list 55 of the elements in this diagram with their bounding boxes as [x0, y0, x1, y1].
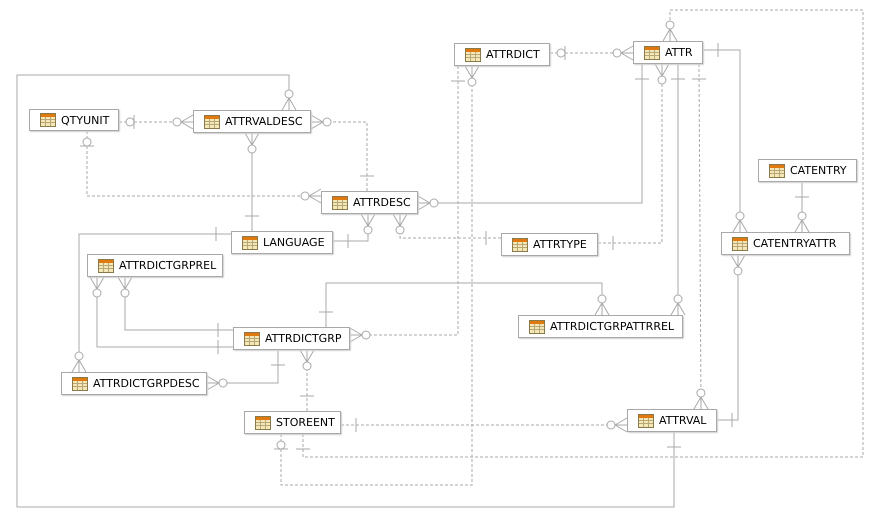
relationship-line	[118, 114, 194, 130]
table-name: ATTRDICT	[486, 48, 540, 61]
relationship-line	[418, 64, 650, 210]
entity-box	[233, 327, 350, 350]
entity-box	[501, 233, 598, 256]
relationship-line	[340, 418, 628, 432]
table-name: ATTRDESC	[353, 196, 411, 209]
table-name: ATTR	[665, 46, 693, 59]
table-name: ATTRDICTGRPDESC	[93, 377, 200, 390]
table-name: ATTRDICTGRPATTRREL	[550, 320, 674, 333]
relationship-line	[392, 214, 502, 246]
relationship-line	[702, 42, 748, 232]
entity-box	[721, 232, 850, 255]
entity-box	[321, 191, 418, 214]
table-name: ATTRDICTGRPREL	[119, 259, 216, 272]
relationship-line	[296, 10, 864, 458]
entity-box	[61, 372, 207, 395]
table-name: STOREENT	[276, 416, 335, 429]
entity-box	[758, 159, 857, 182]
relationship-line	[310, 114, 374, 192]
entity-box	[454, 43, 550, 66]
table-name: CATENTRY	[790, 164, 847, 177]
relationship-line	[350, 66, 466, 342]
relationship-line	[244, 132, 260, 232]
entity-box	[244, 411, 341, 434]
entity-box	[193, 110, 311, 133]
relationship-line	[332, 214, 376, 248]
table-name: LANGUAGE	[263, 236, 325, 249]
relationship-line	[16, 74, 682, 508]
table-name: ATTRTYPE	[533, 238, 587, 251]
entity-box	[627, 409, 717, 432]
relationship-line	[670, 64, 686, 316]
relationship-line	[598, 64, 670, 250]
entity-box	[633, 41, 703, 64]
entity-box	[518, 315, 683, 338]
relationship-line	[318, 282, 610, 328]
relationship-line	[300, 350, 314, 412]
relationship-line	[692, 64, 708, 410]
relationship-line	[716, 254, 746, 428]
table-name: ATTRDICTGRP	[265, 332, 342, 345]
relationship-line	[72, 226, 232, 372]
entity-box	[231, 231, 333, 254]
relationship-line	[118, 276, 234, 338]
table-name: CATENTRYATTR	[753, 237, 836, 250]
relationship-line	[90, 276, 234, 354]
relationship-line	[274, 66, 480, 486]
relationship-line	[80, 130, 322, 204]
entity-box	[29, 109, 119, 131]
table-name: ATTRVALDESC	[225, 115, 303, 128]
relationship-line	[206, 350, 286, 390]
table-name: ATTRVAL	[659, 414, 706, 427]
relationship-line	[794, 182, 810, 232]
entity-box	[87, 254, 223, 277]
table-name: QTYUNIT	[61, 114, 110, 126]
relationship-line	[550, 46, 634, 60]
